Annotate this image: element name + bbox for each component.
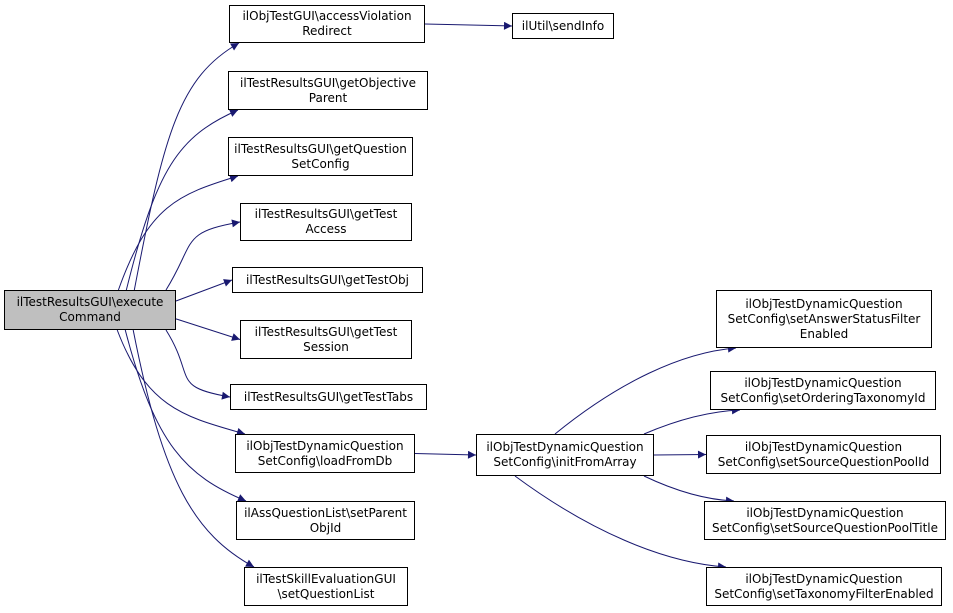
edge-init-from-array-to-set-taxonomy-filter-enabled: [514, 475, 727, 571]
node-label-line: SetConfig\setSourceQuestionPoolTitle: [711, 520, 939, 535]
node-get-test-tabs[interactable]: ilTestResultsGUI\getTestTabs: [230, 384, 427, 410]
node-label-line: \setQuestionList: [277, 586, 375, 601]
node-label-line: Access: [305, 222, 347, 236]
node-get-test-obj[interactable]: ilTestResultsGUI\getTestObj: [232, 267, 423, 293]
node-label-line: ilObjTestDynamicQuestion: [744, 375, 902, 390]
node-label-line: ilObjTestDynamicQuestion: [486, 440, 644, 454]
node-label-line: ilObjTestDynamicQuestion: [746, 505, 904, 520]
node-label-line: ObjId: [309, 520, 342, 535]
edge-access-violation-redirect-to-send-info: [424, 21, 513, 30]
node-label-line: ilTestSkillEvaluationGUI: [256, 571, 396, 586]
node-label-line: ilUtil\sendInfo: [521, 18, 605, 33]
node-label-line: ilObjTestGUI\accessViolation: [242, 9, 412, 23]
node-label-line: ilTestResultsGUI\getTest: [254, 207, 398, 221]
node-label-line: SetConfig: [291, 156, 350, 171]
node-label-line: SetConfig\setOrderingTaxonomyId: [720, 390, 926, 405]
node-label-line: Parent: [308, 90, 348, 105]
node-label-line: SetConfig\loadFromDb: [257, 453, 393, 468]
edge-root-to-access-violation-redirect: [133, 42, 240, 291]
node-label-line: ilTestResultsGUI\getObjective: [240, 75, 416, 90]
edge-init-from-array-to-set-ordering-taxonomy-id: [643, 406, 741, 435]
edge-root-to-get-test-access: [165, 219, 241, 291]
edge-root-to-get-test-tabs: [165, 329, 231, 400]
node-label-line: ilAssQuestionList\setParent: [244, 505, 407, 520]
node-label-line: ilTestResultsGUI\getTestObj: [245, 272, 410, 287]
node-label-line: SetConfig\setAnswerStatusFilter: [727, 311, 921, 326]
node-label-line: ilObjTestDynamicQuestion: [246, 438, 404, 453]
node-label-line: Enabled: [799, 326, 849, 341]
node-label-line: ilObjTestDynamicQuestion: [744, 439, 903, 454]
node-label-line: ilObjTestDynamicQuestion: [745, 571, 903, 586]
edge-root-to-get-objective-parent: [125, 109, 239, 291]
node-label-line: SetConfig\setSourceQuestionPoolId: [717, 454, 930, 469]
edge-init-from-array-to-set-answer-status-filter-enabled: [554, 344, 737, 435]
node-label-line: ilTestResultsGUI\getQuestion: [234, 141, 407, 156]
edge-root-to-load-from-db: [116, 329, 246, 436]
node-label-line: Redirect: [302, 24, 352, 38]
edge-root-to-get-question-set-config: [117, 174, 239, 291]
node-label-line: ilTestResultsGUI\getTestTabs: [243, 389, 414, 404]
edge-root-to-set-parent-obj-id: [124, 329, 247, 502]
node-label-line: ilTestResultsGUI\execute: [16, 295, 164, 309]
edge-root-to-set-question-list: [132, 329, 255, 568]
node-label-line: ilTestResultsGUI\getTest: [254, 324, 398, 339]
node-label-line: SetConfig\setTaxonomyFilterEnabled: [714, 586, 934, 601]
node-label-line: ilObjTestDynamicQuestion: [745, 296, 903, 311]
node-set-question-list[interactable]: ilTestSkillEvaluationGUI\setQuestionList: [244, 567, 408, 606]
edge-root-to-get-test-obj: [175, 279, 233, 302]
node-send-info[interactable]: ilUtil\sendInfo: [512, 13, 614, 39]
edge-root-to-get-test-session: [175, 318, 241, 341]
edge-init-from-array-to-set-source-question-pool-id: [653, 450, 707, 459]
node-label-line: Session: [303, 339, 349, 354]
edge-init-from-array-to-set-source-question-pool-title: [643, 475, 735, 505]
edge-load-from-db-to-init-from-array: [414, 450, 477, 459]
node-label-line: SetConfig\initFromArray: [493, 455, 637, 469]
node-label-line: Command: [59, 310, 121, 324]
